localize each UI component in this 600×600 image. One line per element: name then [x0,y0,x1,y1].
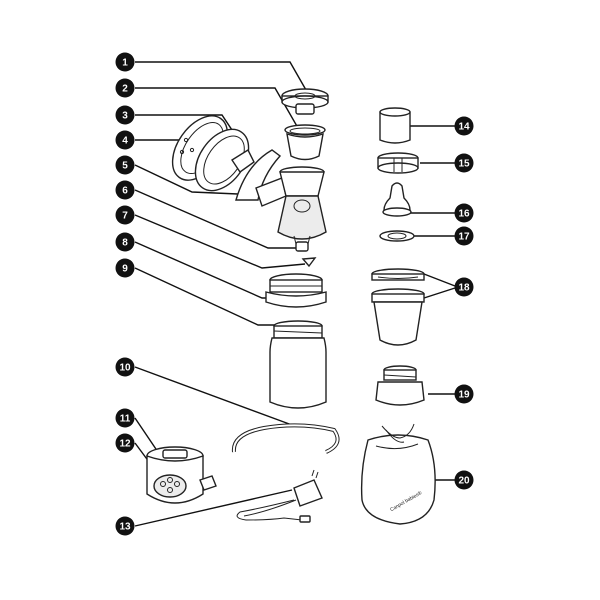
callout-9: 9 [115,258,135,278]
callout-19: 19 [454,384,474,404]
leader-9 [134,267,275,326]
leader-18a [423,273,456,287]
part-valve [295,241,317,268]
part-tube [231,423,340,454]
part-adapter-ring [265,273,327,308]
callout-17: 17 [454,226,474,246]
callout-1: 1 [115,52,135,72]
callout-3: 3 [115,105,135,125]
part-bottle [269,320,327,409]
callout-4: 4 [115,130,135,150]
part-screw-ring [377,152,419,174]
callout-12: 12 [115,433,135,453]
callout-11: 11 [115,408,135,428]
part-diaphragm-cup [284,124,326,161]
callout-20: 20 [454,470,474,490]
svg-text:7: 7 [122,211,128,222]
part-motor-unit [146,446,217,504]
part-storage-container [371,268,425,346]
svg-text:15: 15 [458,159,470,170]
svg-text:3: 3 [122,111,128,122]
callout-7: 7 [115,205,135,225]
callout-14: 14 [454,116,474,136]
part-storage-bag: Canpol babies® [360,423,436,525]
svg-text:5: 5 [122,161,128,172]
part-sealing-disc [379,230,415,242]
callout-10: 10 [115,357,135,377]
leader-lines [134,61,456,527]
leader-7 [134,214,306,269]
callout-5: 5 [115,155,135,175]
leader-8 [134,241,270,299]
svg-text:18: 18 [458,283,470,294]
callout-18: 18 [454,277,474,297]
part-container-adapter [375,365,425,406]
svg-text:11: 11 [120,414,131,425]
part-charger [236,469,323,523]
svg-text:9: 9 [122,264,128,275]
svg-text:12: 12 [119,439,131,450]
leader-1 [135,61,307,91]
callout-15: 15 [454,153,474,173]
part-pump-body [277,166,327,245]
svg-text:8: 8 [122,238,128,249]
part-bottle-cap [379,107,411,144]
callout-8: 8 [115,232,135,252]
callout-2: 2 [115,78,135,98]
svg-text:16: 16 [458,209,470,220]
svg-text:17: 17 [458,232,470,243]
part-teat [382,182,412,217]
leader-5 [134,164,239,195]
leader-13 [134,489,293,527]
svg-text:2: 2 [122,84,128,95]
svg-text:4: 4 [122,136,128,147]
svg-text:19: 19 [458,390,470,401]
part-silicone-insert [194,128,255,192]
leader-2 [135,87,299,129]
part-breast-shield [235,149,287,207]
callout-16: 16 [454,203,474,223]
svg-text:13: 13 [119,522,131,533]
svg-text:20: 20 [458,476,470,487]
svg-text:1: 1 [122,58,128,69]
callout-13: 13 [115,516,135,536]
svg-text:14: 14 [458,122,470,133]
callout-6: 6 [115,180,135,200]
part-valve-cap [281,88,329,115]
leader-18b [423,287,456,299]
leader-10 [134,366,293,426]
svg-text:6: 6 [122,186,128,197]
leader-6 [134,189,298,249]
svg-text:10: 10 [119,363,131,374]
